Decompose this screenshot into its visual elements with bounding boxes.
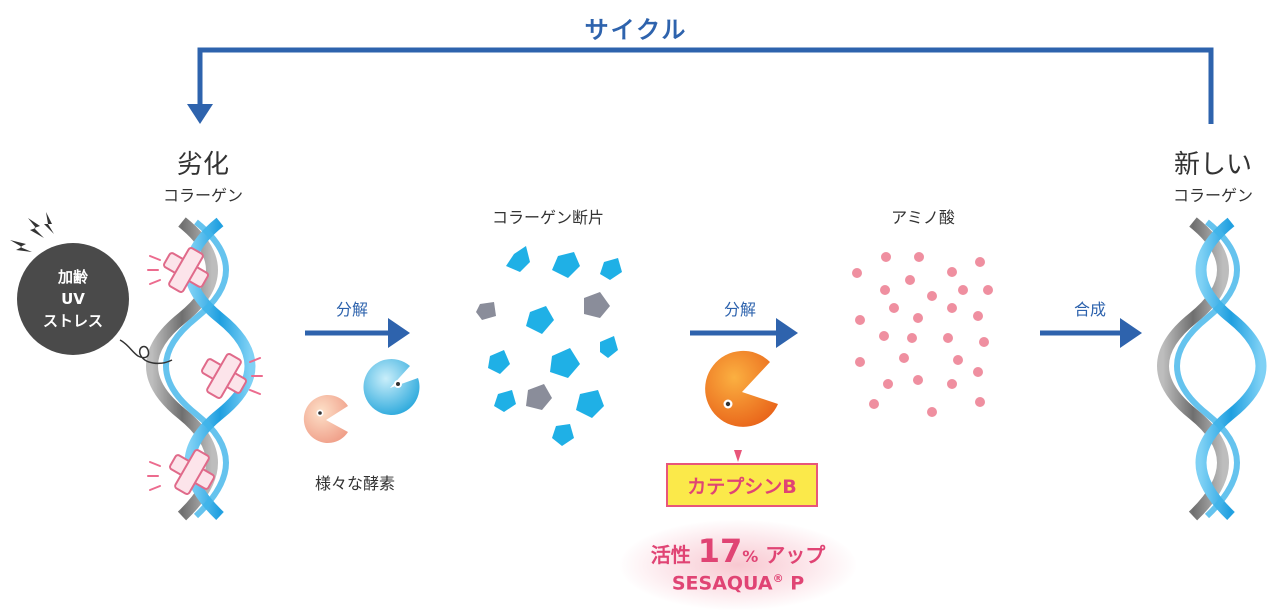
damage-mark [163,247,209,293]
amino-acid-dots [852,252,993,417]
damage-mark [201,353,247,399]
new-collagen-title: 新しい [1173,150,1253,180]
cathepsin-enzyme-icon [705,350,778,427]
cycle-arrow [187,47,1214,124]
enzyme-blue-icon [363,359,420,416]
cathepsin-label-box: カテプシンB [666,463,818,507]
label-pointer [734,450,742,462]
promo-glow [620,520,856,610]
collagen-fragments [476,246,622,446]
lightning-icon [10,212,54,252]
stress-line-stress: ストレス [42,312,103,330]
promo-suffix: アップ [765,543,826,567]
decompose-arrow-1 [305,318,410,348]
promo-prefix: 活性 [650,543,691,567]
decompose-label-1: 分解 [335,300,369,319]
stress-line-age: 加齢 [57,268,88,286]
promo-number: 17 [697,532,743,570]
registered-mark: ® [772,572,784,585]
degraded-subtitle: コラーゲン [162,186,244,205]
cycle-label: サイクル [584,16,688,44]
brand-name: SESAQUA [671,572,773,595]
synthesis-label: 合成 [1073,300,1107,319]
fragments-label: コラーゲン断片 [491,208,605,227]
promo-percent: % [742,547,759,566]
decompose-label-2: 分解 [723,300,757,319]
damage-mark [169,449,215,495]
degraded-title: 劣化 [176,150,230,180]
brand-suffix: P [783,572,805,595]
cathepsin-label: カテプシンB [687,475,797,498]
squiggle-line [119,339,173,365]
brand-text: SESAQUA® P [672,572,804,594]
decompose-arrow-2 [690,318,798,348]
synthesis-arrow [1040,318,1142,348]
stress-factors-badge: 加齢 UV ストレス [17,243,129,355]
new-collagen-helix [1157,217,1267,521]
damage-sparks [147,255,263,491]
enzymes-caption: 様々な酵素 [314,474,396,493]
new-collagen-subtitle: コラーゲン [1172,186,1254,205]
stress-line-uv: UV [61,290,85,308]
enzyme-pink-icon [303,395,348,443]
amino-acid-label: アミノ酸 [891,208,955,227]
activity-increase-text: 活性 17% アップ [651,532,826,570]
